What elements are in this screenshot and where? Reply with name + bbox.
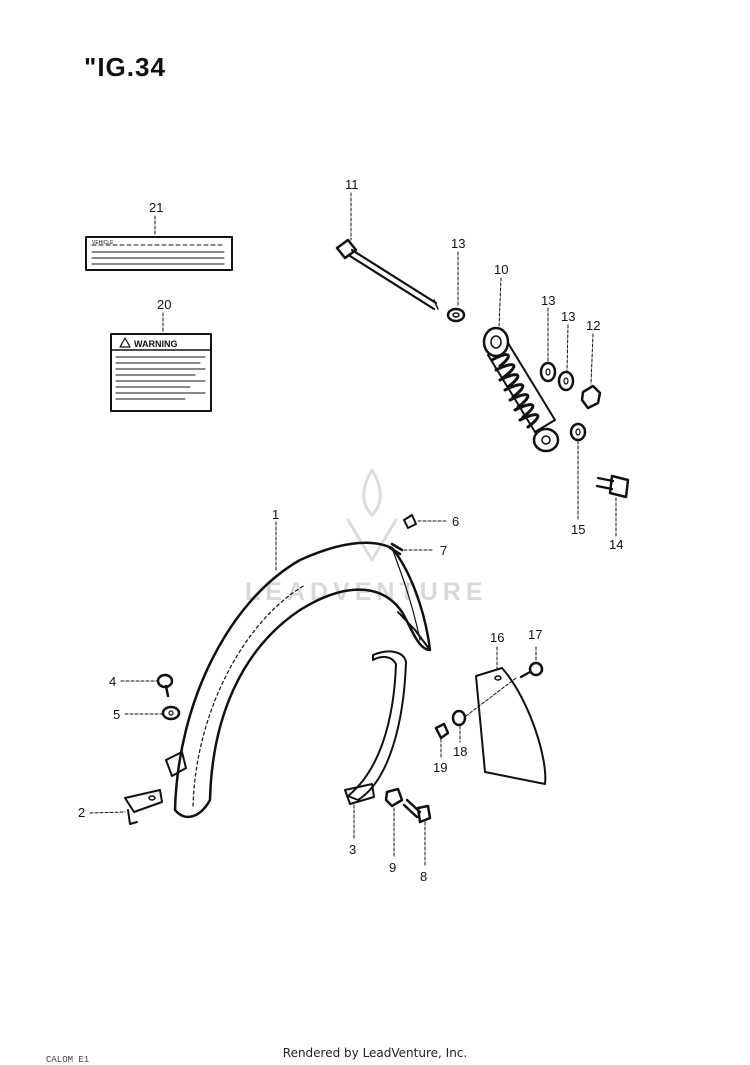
- watermark-logo-icon: [346, 468, 398, 562]
- nut-12: [580, 384, 602, 410]
- callout-13c: 13: [561, 309, 575, 324]
- callout-12: 12: [586, 318, 600, 333]
- bracket-2: [124, 751, 187, 825]
- callout-16: 16: [490, 630, 504, 645]
- callout-7: 7: [440, 543, 447, 558]
- clip-6: [403, 514, 417, 529]
- bolt-11: [335, 238, 439, 311]
- mud-flap-16: [475, 667, 547, 785]
- callout-3: 3: [349, 842, 356, 857]
- bolt-4: [156, 673, 174, 698]
- callout-8: 8: [420, 869, 427, 884]
- callout-13b: 13: [541, 293, 555, 308]
- callout-4: 4: [109, 674, 116, 689]
- washer-13a: [446, 307, 466, 323]
- nut-19: [434, 722, 450, 740]
- callout-15: 15: [571, 522, 585, 537]
- warning-label-20: [110, 333, 212, 412]
- vehicle-label-text: VEHICLE: [92, 240, 114, 246]
- washer-13b: [539, 361, 557, 383]
- callout-17: 17: [528, 627, 542, 642]
- callout-9: 9: [389, 860, 396, 875]
- washer-18: [451, 709, 467, 727]
- label-sticker-21: [85, 236, 233, 271]
- callout-18-label: 18: [453, 744, 467, 759]
- washer-13c: [557, 370, 575, 392]
- fender-stay-3: [344, 650, 407, 805]
- watermark: LEADVENTURE: [245, 578, 488, 606]
- leader-lines: [89, 192, 617, 868]
- bolt-14: [595, 474, 630, 499]
- rear-fender-1: [173, 541, 432, 819]
- shock-absorber-10: [482, 326, 560, 453]
- callout-13a: 13: [451, 236, 465, 251]
- callout-6: 6: [452, 514, 459, 529]
- callout-5: 5: [113, 707, 120, 722]
- callout-2: 2: [78, 805, 85, 820]
- figure-title: "IG.34: [84, 52, 166, 82]
- warning-label-text: WARNING: [134, 339, 178, 349]
- callout-10: 10: [494, 262, 508, 277]
- washer-5: [161, 705, 181, 721]
- callout-21: 21: [149, 200, 163, 215]
- footer-credit: Rendered by LeadVenture, Inc.: [282, 1046, 468, 1060]
- callout-1: 1: [272, 507, 279, 522]
- bolt-8: [402, 798, 432, 824]
- callout-11: 11: [345, 177, 359, 192]
- nut-9: [384, 787, 404, 808]
- washer-15: [569, 422, 587, 442]
- callout-20: 20: [157, 297, 171, 312]
- bolt-17: [519, 661, 544, 679]
- callout-19: 19: [433, 760, 447, 775]
- callout-14: 14: [609, 537, 623, 552]
- corner-code: CALOM E1: [46, 1055, 90, 1065]
